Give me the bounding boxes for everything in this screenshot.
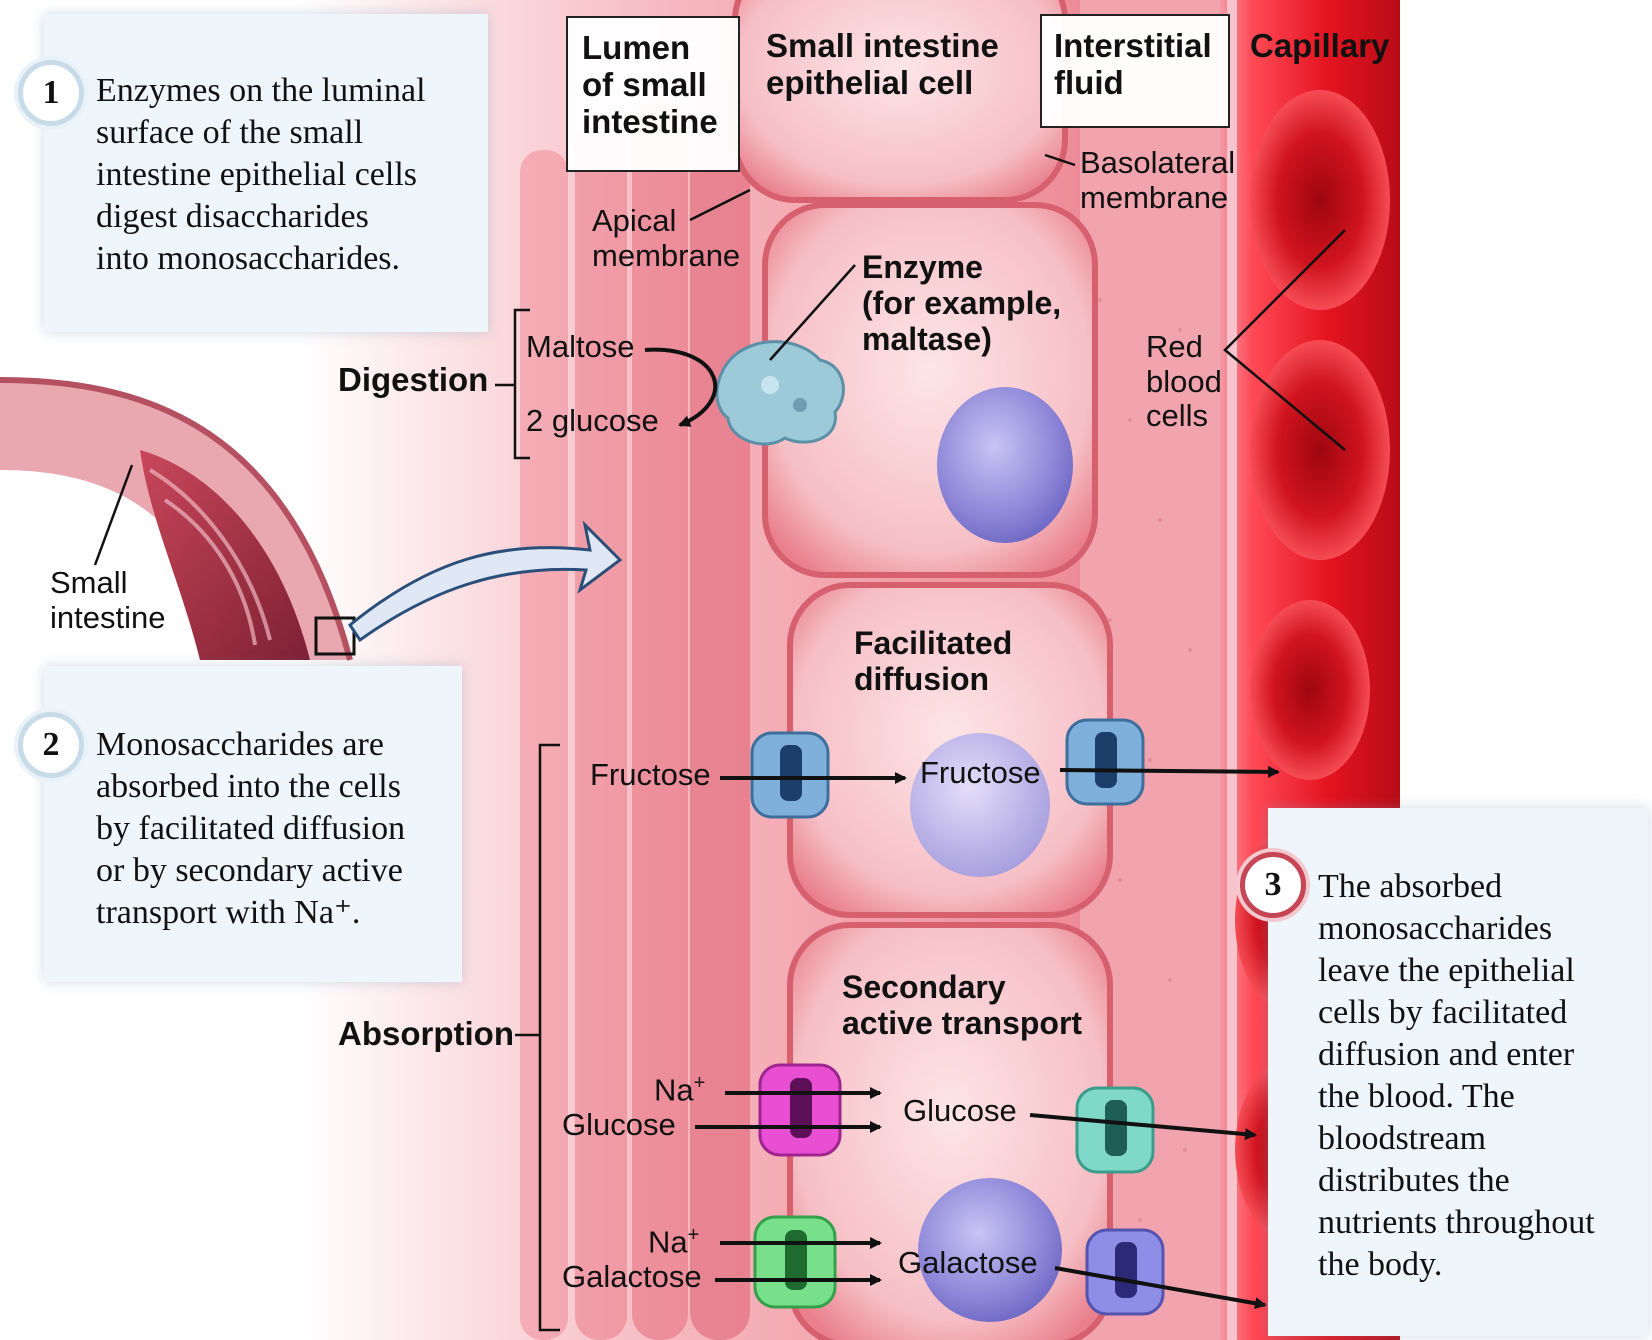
sodium-label: Na+ xyxy=(654,1072,705,1108)
step-1-text: Enzymes on the luminal surface of the sm… xyxy=(96,70,426,280)
plus-charge: + xyxy=(694,1072,706,1094)
epithelial-cell-header: Small intestine epithelial cell xyxy=(766,28,999,102)
glucose-lumen-label: Glucose xyxy=(562,1108,676,1143)
enzyme-label: Enzyme (for example, maltase) xyxy=(862,250,1061,357)
red-blood-cells-label: Red blood cells xyxy=(1146,330,1222,434)
sglt1-galactose-transporter xyxy=(755,1217,835,1307)
two-glucose-label: 2 glucose xyxy=(526,404,659,439)
apical-membrane-label: Apical membrane xyxy=(592,204,740,273)
interstitial-header: Interstitial fluid xyxy=(1054,28,1212,102)
step-2-note: Monosaccharides are absorbed into the ce… xyxy=(44,666,462,982)
step-3-note: The absorbed monosaccharides leave the e… xyxy=(1268,808,1648,1336)
absorption-label: Absorption xyxy=(338,1016,514,1053)
maltose-label: Maltose xyxy=(526,330,635,365)
glucose-cell-label: Glucose xyxy=(903,1094,1017,1129)
sodium-text: Na xyxy=(654,1072,694,1107)
galactose-cell-label: Galactose xyxy=(898,1246,1038,1281)
glut2-galactose-transporter xyxy=(1087,1230,1163,1314)
sodium-text: Na xyxy=(648,1224,688,1259)
fructose-cell-label: Fructose xyxy=(920,756,1041,791)
glut2-glucose-transporter xyxy=(1077,1088,1153,1172)
galactose-lumen-label: Galactose xyxy=(562,1260,702,1295)
small-intestine-label: Small intestine xyxy=(50,566,165,635)
step-2-text: Monosaccharides are absorbed into the ce… xyxy=(96,724,405,934)
step-3-text: The absorbed monosaccharides leave the e… xyxy=(1318,866,1595,1286)
sglt1-glucose-transporter xyxy=(760,1065,840,1155)
fructose-lumen-label: Fructose xyxy=(590,758,711,793)
sodium-label: Na+ xyxy=(648,1224,699,1260)
secondary-active-transport-label: Secondary active transport xyxy=(842,970,1082,1042)
step-2-badge: 2 xyxy=(18,712,84,778)
basolateral-membrane-label: Basolateral membrane xyxy=(1080,146,1235,215)
nucleus xyxy=(937,387,1073,543)
capillary-header: Capillary xyxy=(1250,28,1389,65)
digestion-label: Digestion xyxy=(338,362,488,399)
glut5-basolateral xyxy=(1067,720,1143,804)
lumen-header: Lumen of small intestine xyxy=(582,30,718,141)
glut5-apical xyxy=(752,733,828,817)
step-1-badge: 1 xyxy=(18,60,84,126)
facilitated-diffusion-label: Facilitated diffusion xyxy=(854,626,1012,698)
step-3-badge: 3 xyxy=(1240,852,1306,918)
step-1-note: Enzymes on the luminal surface of the sm… xyxy=(44,14,488,332)
plus-charge: + xyxy=(688,1224,700,1246)
